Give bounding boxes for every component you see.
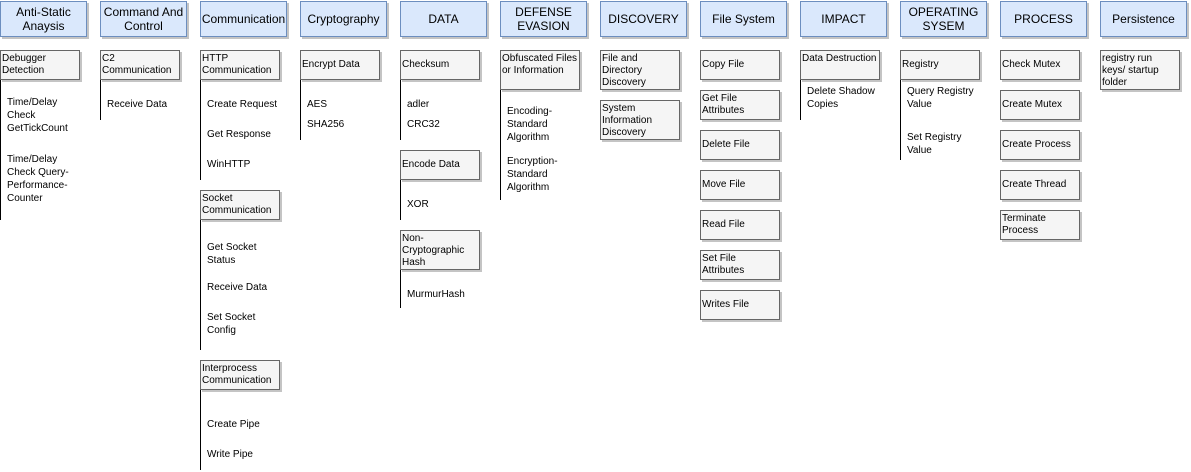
category-box-copy-file: Copy File <box>700 50 780 80</box>
capability-item-set-registry-value: Set Registry Value <box>907 132 962 156</box>
capability-item-receive-data: Receive Data <box>207 282 268 293</box>
category-box-c2-communication: C2 Communication <box>100 50 180 80</box>
column-header-defense-evasion: DEFENSE EVASION <box>500 1 587 37</box>
connector-line <box>200 390 201 470</box>
capability-item-time-delay-check-query-performance-counter: Time/Delay Check Query-Performance-Count… <box>7 154 69 204</box>
capability-item-encryption-standard-algorithm: Encryption-Standard Algorithm <box>507 156 558 193</box>
column-header-discovery: DISCOVERY <box>600 1 687 37</box>
connector-line <box>800 80 801 120</box>
column-header-anti-static-anaysis: Anti-Static Anaysis <box>0 1 87 37</box>
capability-item-adler: adler <box>407 99 430 110</box>
capability-item-get-response: Get Response <box>207 129 271 140</box>
column-header-command-and-control: Command And Control <box>100 1 187 37</box>
connector-line <box>400 80 401 140</box>
capability-item-receive-data: Receive Data <box>107 99 168 110</box>
category-box-create-thread: Create Thread <box>1000 170 1080 200</box>
column-header-data: DATA <box>400 1 487 37</box>
category-box-system-information-discovery: System Information Discovery <box>600 100 680 140</box>
category-box-encrypt-data: Encrypt Data <box>300 50 380 80</box>
capability-item-create-pipe: Create Pipe <box>207 419 260 430</box>
column-header-operating-sysem: OPERATING SYSEM <box>900 1 987 37</box>
category-box-checksum: Checksum <box>400 50 480 80</box>
category-box-create-process: Create Process <box>1000 130 1080 160</box>
category-box-file-and-directory-discovery: File and Directory Discovery <box>600 50 680 90</box>
connector-line <box>200 80 201 180</box>
capability-item-write-pipe: Write Pipe <box>207 449 253 460</box>
capability-item-xor: XOR <box>407 199 429 210</box>
capability-item-crc32: CRC32 <box>407 119 440 130</box>
category-box-read-file: Read File <box>700 210 780 240</box>
capability-item-set-socket-config: Set Socket Config <box>207 312 256 336</box>
connector-line <box>200 220 201 350</box>
capability-item-murmurhash: MurmurHash <box>407 289 465 300</box>
connector-line <box>500 90 501 200</box>
column-header-cryptography: Cryptography <box>300 1 387 37</box>
category-box-debugger-detection: Debugger Detection <box>0 50 80 80</box>
capability-item-create-request: Create Request <box>207 99 278 110</box>
category-box-set-file-attributes: Set File Attributes <box>700 250 780 280</box>
category-box-writes-file: Writes File <box>700 290 780 320</box>
category-box-move-file: Move File <box>700 170 780 200</box>
category-box-get-file-attributes: Get File Attributes <box>700 90 780 120</box>
column-header-persistence: Persistence <box>1100 1 1187 37</box>
category-box-socket-communication: Socket Communication <box>200 190 280 220</box>
capability-item-aes: AES <box>307 99 328 110</box>
category-box-check-mutex: Check Mutex <box>1000 50 1080 80</box>
column-header-process: PROCESS <box>1000 1 1087 37</box>
category-box-http-communication: HTTP Communication <box>200 50 280 80</box>
connector-line <box>100 80 101 120</box>
capability-item-sha256: SHA256 <box>307 119 345 130</box>
category-box-encode-data: Encode Data <box>400 150 480 180</box>
category-box-data-destruction: Data Destruction <box>800 50 880 80</box>
capability-item-encoding-standard-algorithm: Encoding-Standard Algorithm <box>507 106 553 143</box>
capability-item-time-delay-check-gettickcount: Time/Delay Check GetTickCount <box>7 97 68 134</box>
column-header-impact: IMPACT <box>800 1 887 37</box>
category-box-registry-run-keys-startup-folder: registry run keys/ startup folder <box>1100 50 1180 90</box>
column-header-file-system: File System <box>700 1 787 37</box>
connector-line <box>400 180 401 220</box>
column-header-communication: Communication <box>200 1 287 37</box>
category-box-non-cryptographic-hash: Non-Cryptographic Hash <box>400 230 480 270</box>
connector-line <box>900 80 901 160</box>
category-box-terminate-process: Terminate Process <box>1000 210 1080 240</box>
connector-line <box>0 80 1 220</box>
category-box-obfuscated-files-or-information: Obfuscated Files or Information <box>500 50 580 90</box>
capability-item-delete-shadow-copies: Delete Shadow Copies <box>807 86 875 110</box>
capability-item-get-socket-status: Get Socket Status <box>207 242 257 266</box>
category-box-registry: Registry <box>900 50 980 80</box>
category-box-delete-file: Delete File <box>700 130 780 160</box>
capability-item-query-registry-value: Query Registry Value <box>907 86 974 110</box>
category-box-create-mutex: Create Mutex <box>1000 90 1080 120</box>
capability-item-winhttp: WinHTTP <box>207 159 251 170</box>
connector-line <box>300 80 301 140</box>
category-box-interprocess-communication: Interprocess Communication <box>200 360 280 390</box>
connector-line <box>400 270 401 308</box>
